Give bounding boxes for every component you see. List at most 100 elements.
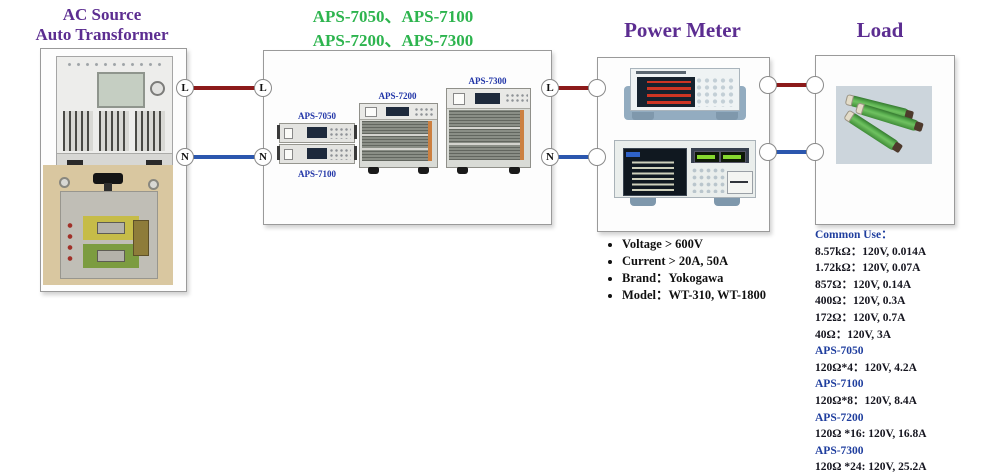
transformer-clamp [97, 222, 125, 234]
terminal-neutral: N [254, 148, 272, 166]
meter-foot [714, 198, 740, 206]
aps-7100-unit-image [277, 144, 357, 164]
ac-source-lcd-screen [97, 72, 145, 108]
aps-7050-unit-image [277, 123, 357, 143]
load-config-row: 400Ω：120V, 0.3A [815, 295, 906, 308]
power-switch [284, 149, 293, 160]
vent-grille [63, 111, 93, 151]
caster-foot [457, 167, 468, 174]
paper-slit [730, 181, 748, 183]
printer-slot [727, 171, 753, 194]
unit-panel [360, 104, 437, 121]
transformer-knob-stem [104, 183, 112, 192]
led-digit-rows [647, 81, 691, 104]
lcd-screen [623, 148, 687, 196]
vent-grille [135, 111, 165, 151]
transformer-terminals [65, 220, 75, 266]
grille-divider [449, 126, 525, 129]
load-model-row: APS-7050 [815, 345, 864, 358]
meter-foot [630, 198, 656, 206]
load-resistors-image [836, 86, 932, 164]
load-config-row: 40Ω：120V, 3A [815, 328, 892, 341]
load-config-row: 857Ω：120V, 0.14A [815, 278, 912, 291]
meter-body [630, 68, 740, 111]
live-wire [768, 83, 815, 87]
terminal-circle [759, 76, 777, 94]
load-title: Load [856, 18, 904, 42]
load-config-row: 1.72kΩ：120V, 0.07A [815, 262, 921, 275]
aps-7050-label: APS-7050 [298, 111, 336, 121]
terminal-circle [588, 148, 606, 166]
neutral-wire [768, 150, 815, 154]
transformer-knob [93, 173, 123, 184]
power-switch [284, 128, 293, 139]
load-config-row: 120Ω *24: 120V, 25.2A [815, 461, 927, 474]
load-model-row: APS-7100 [815, 378, 864, 391]
unit-buttons [413, 107, 436, 116]
aps-7200-unit-image [359, 103, 438, 174]
live-wire [550, 86, 597, 90]
keypad [695, 77, 735, 107]
load-model-row: APS-7300 [815, 444, 864, 457]
transformer-clamp [97, 250, 125, 262]
meter-foot [632, 112, 654, 120]
spec-item: Voltage > 600V [622, 236, 817, 253]
meter-foot [716, 112, 738, 120]
ac-source-foot [67, 160, 83, 165]
top-display-strip [691, 148, 749, 163]
unit-grille [449, 110, 525, 160]
ac-source-title-line2: Auto Transformer [35, 25, 169, 44]
unit-display [386, 107, 410, 116]
ac-power-source-image [56, 56, 173, 166]
ac-source-base [57, 153, 172, 165]
terminal-live: L [176, 79, 194, 97]
mini-lcd [720, 150, 746, 163]
menu-highlight [626, 152, 640, 157]
unit-buttons [329, 148, 351, 160]
grille-divider [362, 134, 432, 137]
power-meter-box [597, 57, 770, 232]
aps-models-title-line2: APS-7200、APS-7300 [312, 31, 474, 50]
measurement-rows [632, 159, 674, 191]
wt-1800-meter-image [614, 140, 756, 206]
unit-grille [362, 121, 432, 162]
ac-source-foot [146, 160, 162, 165]
unit-panel [447, 89, 530, 110]
wt-310-meter-image [624, 68, 746, 120]
terminal-circle [588, 79, 606, 97]
load-config-row: 172Ω：120V, 0.7A [815, 311, 906, 324]
brand-strip [636, 71, 686, 74]
load-config-list: Common Use： 8.57kΩ：120V, 0.014A 1.72kΩ：1… [815, 227, 1000, 475]
terminal-circle [759, 143, 777, 161]
unit-buttons [505, 92, 529, 104]
neutral-wire [550, 155, 597, 159]
spec-item: Current > 20A, 50A [622, 253, 817, 270]
load-box [815, 55, 955, 225]
meter-body [614, 140, 756, 198]
load-config-row: 8.57kΩ：120V, 0.014A [815, 245, 927, 258]
grille-orange-strip [520, 110, 525, 160]
unit-display [307, 148, 327, 159]
ac-source-box [40, 48, 187, 292]
power-meter-title: Power Meter [624, 18, 741, 42]
load-list-header: Common Use： [815, 229, 893, 241]
caster-foot [368, 167, 379, 174]
power-switch [452, 93, 465, 106]
neutral-wire [185, 155, 263, 159]
live-wire [185, 86, 263, 90]
grille-divider [362, 147, 432, 150]
ac-source-knob [150, 81, 165, 96]
transformer-eyebolt [59, 177, 70, 188]
ac-source-title-line1: AC Source [62, 5, 142, 24]
caster-foot [418, 167, 429, 174]
transformer-eyebolt [148, 179, 159, 190]
grille-orange-strip [427, 121, 432, 162]
load-model-row: APS-7200 [815, 411, 864, 424]
caster-foot [509, 167, 520, 174]
terminal-neutral: N [541, 148, 559, 166]
load-config-row: 120Ω *16: 120V, 16.8A [815, 428, 927, 441]
keypad [691, 167, 725, 193]
aps-7200-label: APS-7200 [378, 91, 417, 101]
transformer-body [60, 191, 158, 279]
